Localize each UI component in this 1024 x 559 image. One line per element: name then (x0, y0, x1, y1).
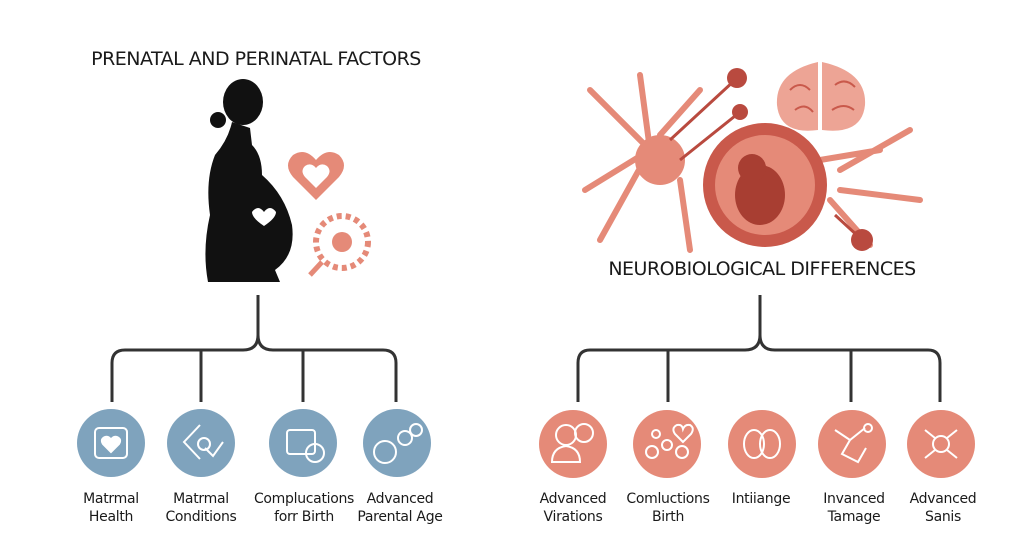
label-line2: Tamage (827, 509, 881, 525)
label-line2: Parental Age (357, 509, 443, 525)
magnifier-check-icon (167, 409, 235, 477)
left-icon-glyphs (94, 423, 423, 464)
right-section-title: NEUROBIOLOGICAL DIFFERENCES (608, 258, 916, 280)
fetus-circle-icon (703, 123, 827, 247)
label-line1: Comluctions (626, 491, 710, 507)
label-line1: Intiiange (731, 491, 791, 507)
label-line1: Advanced (539, 491, 607, 507)
right-item-label: Intiiange (696, 490, 826, 508)
right-connector (576, 295, 942, 402)
label-line1: Complucations (253, 491, 355, 507)
neuron-terminals (668, 68, 873, 251)
left-section-title: PRENATAL AND PERINATAL FACTORS (91, 48, 421, 70)
people-icon (539, 410, 607, 478)
neuron-illustration (582, 72, 923, 253)
brain-icon (728, 410, 796, 478)
label-line2: Sanis (924, 509, 962, 525)
chain-gauge-icon (363, 409, 431, 477)
left-connector (110, 295, 398, 402)
left-item-circles (77, 409, 431, 477)
cell-icon (907, 410, 975, 478)
right-icon-glyphs (550, 423, 958, 464)
jar-magnifier-icon (269, 409, 337, 477)
label-line2: Health (88, 509, 134, 525)
label-line1: Advanced (366, 491, 434, 507)
label-line1: Invanced (823, 491, 885, 507)
virus-gear-icon (308, 213, 371, 277)
label-line2: forr Birth (274, 509, 334, 525)
label-line1: Advanced (909, 491, 977, 507)
label-line2: Virations (543, 509, 603, 525)
right-item-circles (539, 410, 975, 478)
molecule-heart-icon (633, 410, 701, 478)
label-line1: Matrmal (83, 491, 139, 507)
pregnant-woman-silhouette (205, 79, 293, 282)
label-line2: Conditions (165, 509, 237, 525)
network-icon (818, 410, 886, 478)
left-item-label: Complucations forr Birth (239, 490, 369, 526)
label-line2: Birth (651, 509, 685, 525)
label-line1: Matrmal (173, 491, 229, 507)
heart-icon (288, 151, 344, 200)
brain-icon (776, 62, 866, 131)
